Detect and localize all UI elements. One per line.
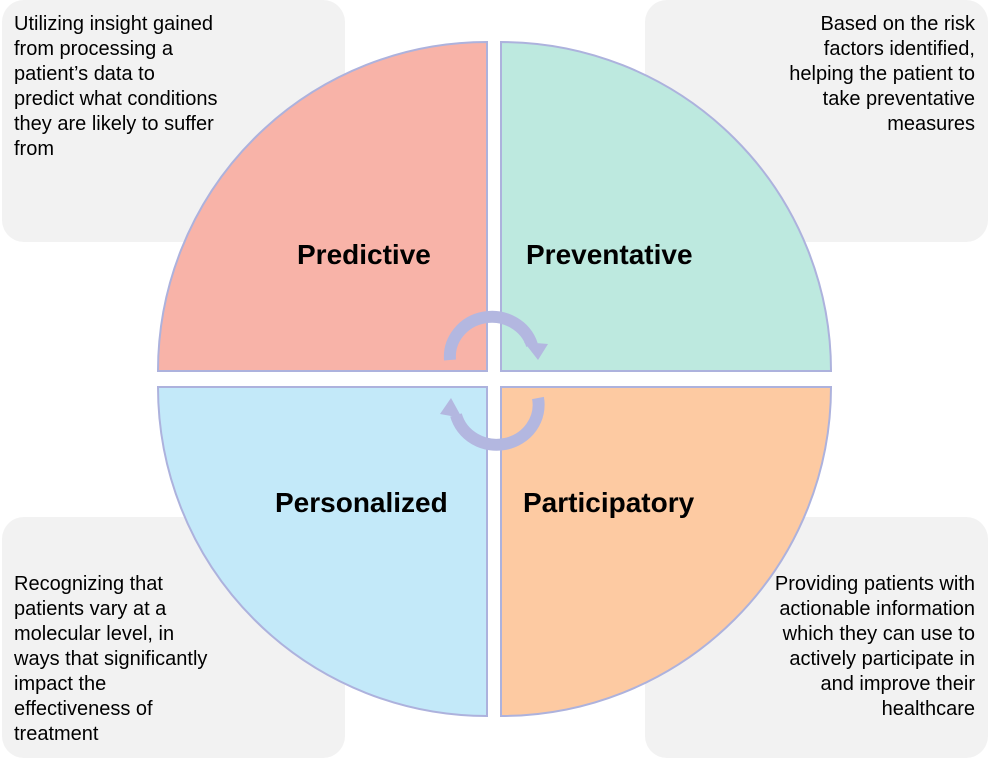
label-participatory: Participatory [523, 487, 695, 518]
quadrant-preventative [500, 40, 833, 372]
label-predictive: Predictive [297, 239, 431, 270]
description-predictive: Utilizing insight gained from processing… [14, 13, 218, 160]
quadrant-predictive [156, 40, 488, 372]
description-participatory: Providing patients with actionable infor… [774, 573, 975, 720]
cycle-arrow-bottom-icon [440, 396, 545, 451]
quadrant-personalized [156, 386, 488, 718]
label-personalized: Personalized [275, 487, 448, 518]
label-preventative: Preventative [526, 239, 693, 270]
description-personalized: Recognizing that patients vary at a mole… [14, 573, 208, 745]
description-preventative: Based on the risk factors identified, he… [789, 13, 975, 135]
cycle-arrow-top-icon [443, 310, 548, 361]
quadrant-participatory [500, 386, 833, 718]
